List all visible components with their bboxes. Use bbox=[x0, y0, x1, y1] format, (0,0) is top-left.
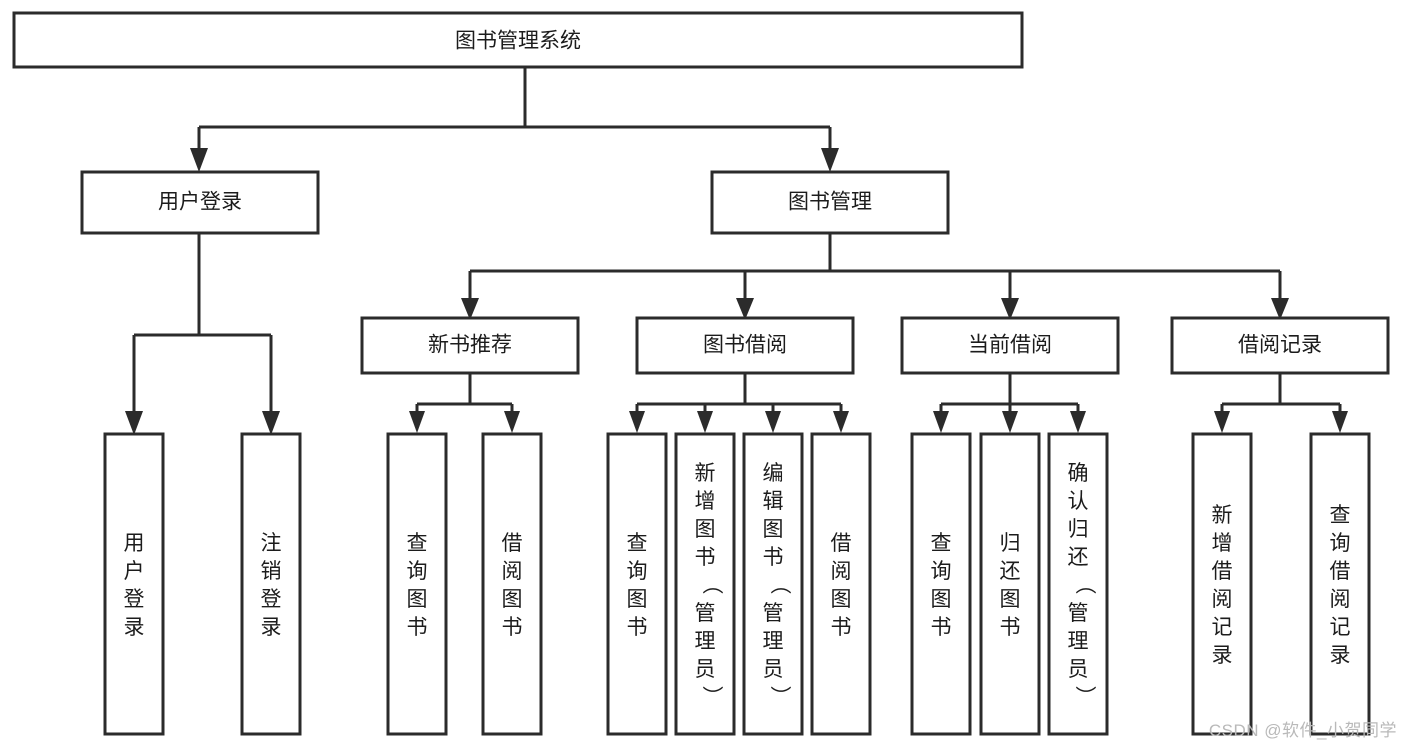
leaf-user-login-login-box[interactable] bbox=[103, 432, 165, 736]
node-root-box[interactable] bbox=[12, 11, 1024, 69]
arrow-to-leaf-current-2 bbox=[1002, 411, 1018, 433]
vertical-bracket-glyph: ） bbox=[768, 686, 791, 707]
arrow-to-current-borrow bbox=[1001, 298, 1019, 320]
leaf-book-borrow-add-box[interactable] bbox=[674, 432, 736, 736]
leaf-current-borrow-query[interactable]: 查询图书 bbox=[910, 432, 972, 736]
leaf-new-book-borrow-label: 借阅图书 bbox=[502, 532, 523, 639]
node-new-book-recommend[interactable]: 新书推荐 bbox=[360, 316, 580, 375]
node-borrow-record[interactable]: 借阅记录 bbox=[1170, 316, 1390, 375]
leaf-user-login-login[interactable]: 用户登录 bbox=[103, 432, 165, 736]
leaf-new-book-query-label: 查询图书 bbox=[407, 532, 428, 639]
vertical-bracket-glyph: （ bbox=[700, 574, 723, 595]
node-current-borrow[interactable]: 当前借阅 bbox=[900, 316, 1120, 375]
node-book-manage-label: 图书管理 bbox=[788, 191, 872, 214]
arrow-to-new-book bbox=[461, 298, 479, 320]
arrow-to-user-login bbox=[190, 148, 208, 172]
arrow-to-book-manage bbox=[821, 148, 839, 172]
arrow-to-leaf-record-1 bbox=[1214, 411, 1230, 433]
arrow-to-leaf-borrow-1 bbox=[629, 411, 645, 433]
leaf-current-borrow-return-label: 归还图书 bbox=[1000, 532, 1021, 639]
leaf-current-borrow-return-box[interactable] bbox=[979, 432, 1041, 736]
leaf-user-login-login-label: 用户登录 bbox=[124, 532, 145, 639]
leaf-borrow-record-query-label: 查询借阅记录 bbox=[1330, 504, 1351, 667]
leaf-user-login-logout[interactable]: 注销登录 bbox=[240, 432, 302, 736]
node-user-login-box[interactable] bbox=[80, 170, 320, 235]
leaf-book-borrow-borrow-label: 借阅图书 bbox=[831, 532, 852, 639]
leaf-current-borrow-query-box[interactable] bbox=[910, 432, 972, 736]
arrow-to-book-borrow bbox=[736, 298, 754, 320]
vertical-bracket-glyph: ） bbox=[1073, 686, 1096, 707]
leaf-user-login-logout-label: 注销登录 bbox=[261, 532, 282, 639]
node-new-book-recommend-label: 新书推荐 bbox=[428, 334, 512, 357]
leaf-book-borrow-query[interactable]: 查询图书 bbox=[606, 432, 668, 736]
vertical-bracket-glyph: ） bbox=[700, 686, 723, 707]
arrow-to-borrow-record bbox=[1271, 298, 1289, 320]
node-book-manage-box[interactable] bbox=[710, 170, 950, 235]
node-borrow-record-label: 借阅记录 bbox=[1238, 334, 1322, 357]
leaf-current-borrow-confirm-box[interactable] bbox=[1047, 432, 1109, 736]
leaf-book-borrow-edit-box[interactable] bbox=[742, 432, 804, 736]
node-book-manage[interactable]: 图书管理 bbox=[710, 170, 950, 235]
vertical-bracket-glyph: （ bbox=[768, 574, 791, 595]
node-book-borrow-label: 图书借阅 bbox=[703, 334, 787, 357]
arrow-to-leaf-newbook-1 bbox=[409, 411, 425, 433]
leaf-current-borrow-confirm-label: 确认归还管理员 bbox=[1068, 462, 1089, 681]
arrow-to-leaf-borrow-2 bbox=[697, 411, 713, 433]
arrow-to-leaf-newbook-2 bbox=[504, 411, 520, 433]
node-book-borrow[interactable]: 图书借阅 bbox=[635, 316, 855, 375]
leaf-book-borrow-borrow[interactable]: 借阅图书 bbox=[810, 432, 872, 736]
leaf-current-borrow-query-label: 查询图书 bbox=[931, 532, 952, 639]
arrow-to-leaf-record-2 bbox=[1332, 411, 1348, 433]
node-user-login-label: 用户登录 bbox=[158, 191, 242, 214]
leaf-user-login-logout-box[interactable] bbox=[240, 432, 302, 736]
leaf-book-borrow-add-label: 新增图书管理员 bbox=[695, 462, 716, 681]
leaf-book-borrow-edit[interactable]: 编辑图书管理员 （ ） bbox=[742, 432, 804, 736]
node-user-login[interactable]: 用户登录 bbox=[80, 170, 320, 235]
leaf-book-borrow-borrow-box[interactable] bbox=[810, 432, 872, 736]
node-root-label: 图书管理系统 bbox=[455, 30, 581, 53]
leaf-borrow-record-add-box[interactable] bbox=[1191, 432, 1253, 736]
arrow-to-leaf-current-1 bbox=[933, 411, 949, 433]
leaf-new-book-borrow-box[interactable] bbox=[481, 432, 543, 736]
node-root[interactable]: 图书管理系统 bbox=[12, 11, 1024, 69]
arrowhead-layer bbox=[125, 148, 1348, 435]
leaf-book-borrow-add[interactable]: 新增图书管理员 （ ） bbox=[674, 432, 736, 736]
leaf-current-borrow-return[interactable]: 归还图书 bbox=[979, 432, 1041, 736]
vertical-bracket-glyph: （ bbox=[1073, 574, 1096, 595]
node-borrow-record-box[interactable] bbox=[1170, 316, 1390, 375]
node-current-borrow-box[interactable] bbox=[900, 316, 1120, 375]
node-new-book-recommend-box[interactable] bbox=[360, 316, 580, 375]
node-book-borrow-box[interactable] bbox=[635, 316, 855, 375]
leaf-new-book-query-box[interactable] bbox=[386, 432, 448, 736]
leaf-borrow-record-query[interactable]: 查询借阅记录 bbox=[1309, 432, 1371, 736]
node-current-borrow-label: 当前借阅 bbox=[968, 334, 1052, 357]
leaf-current-borrow-confirm[interactable]: 确认归还管理员 （ ） bbox=[1047, 432, 1109, 736]
leaf-book-borrow-edit-label: 编辑图书管理员 bbox=[763, 462, 784, 681]
leaf-new-book-query[interactable]: 查询图书 bbox=[386, 432, 448, 736]
leaf-borrow-record-add[interactable]: 新增借阅记录 bbox=[1191, 432, 1253, 736]
leaf-borrow-record-add-label: 新增借阅记录 bbox=[1212, 504, 1233, 667]
arrow-to-leaf-logout bbox=[262, 411, 280, 435]
arrow-to-leaf-borrow-3 bbox=[765, 411, 781, 433]
csdn-watermark: CSDN @软件_小贺同学 bbox=[1208, 721, 1397, 740]
arrow-to-leaf-user-login bbox=[125, 411, 143, 435]
leaf-book-borrow-query-box[interactable] bbox=[606, 432, 668, 736]
arrow-to-leaf-borrow-4 bbox=[833, 411, 849, 433]
leaf-borrow-record-query-box[interactable] bbox=[1309, 432, 1371, 736]
leaf-book-borrow-query-label: 查询图书 bbox=[627, 532, 648, 639]
leaf-new-book-borrow[interactable]: 借阅图书 bbox=[481, 432, 543, 736]
arrow-to-leaf-current-3 bbox=[1070, 411, 1086, 433]
